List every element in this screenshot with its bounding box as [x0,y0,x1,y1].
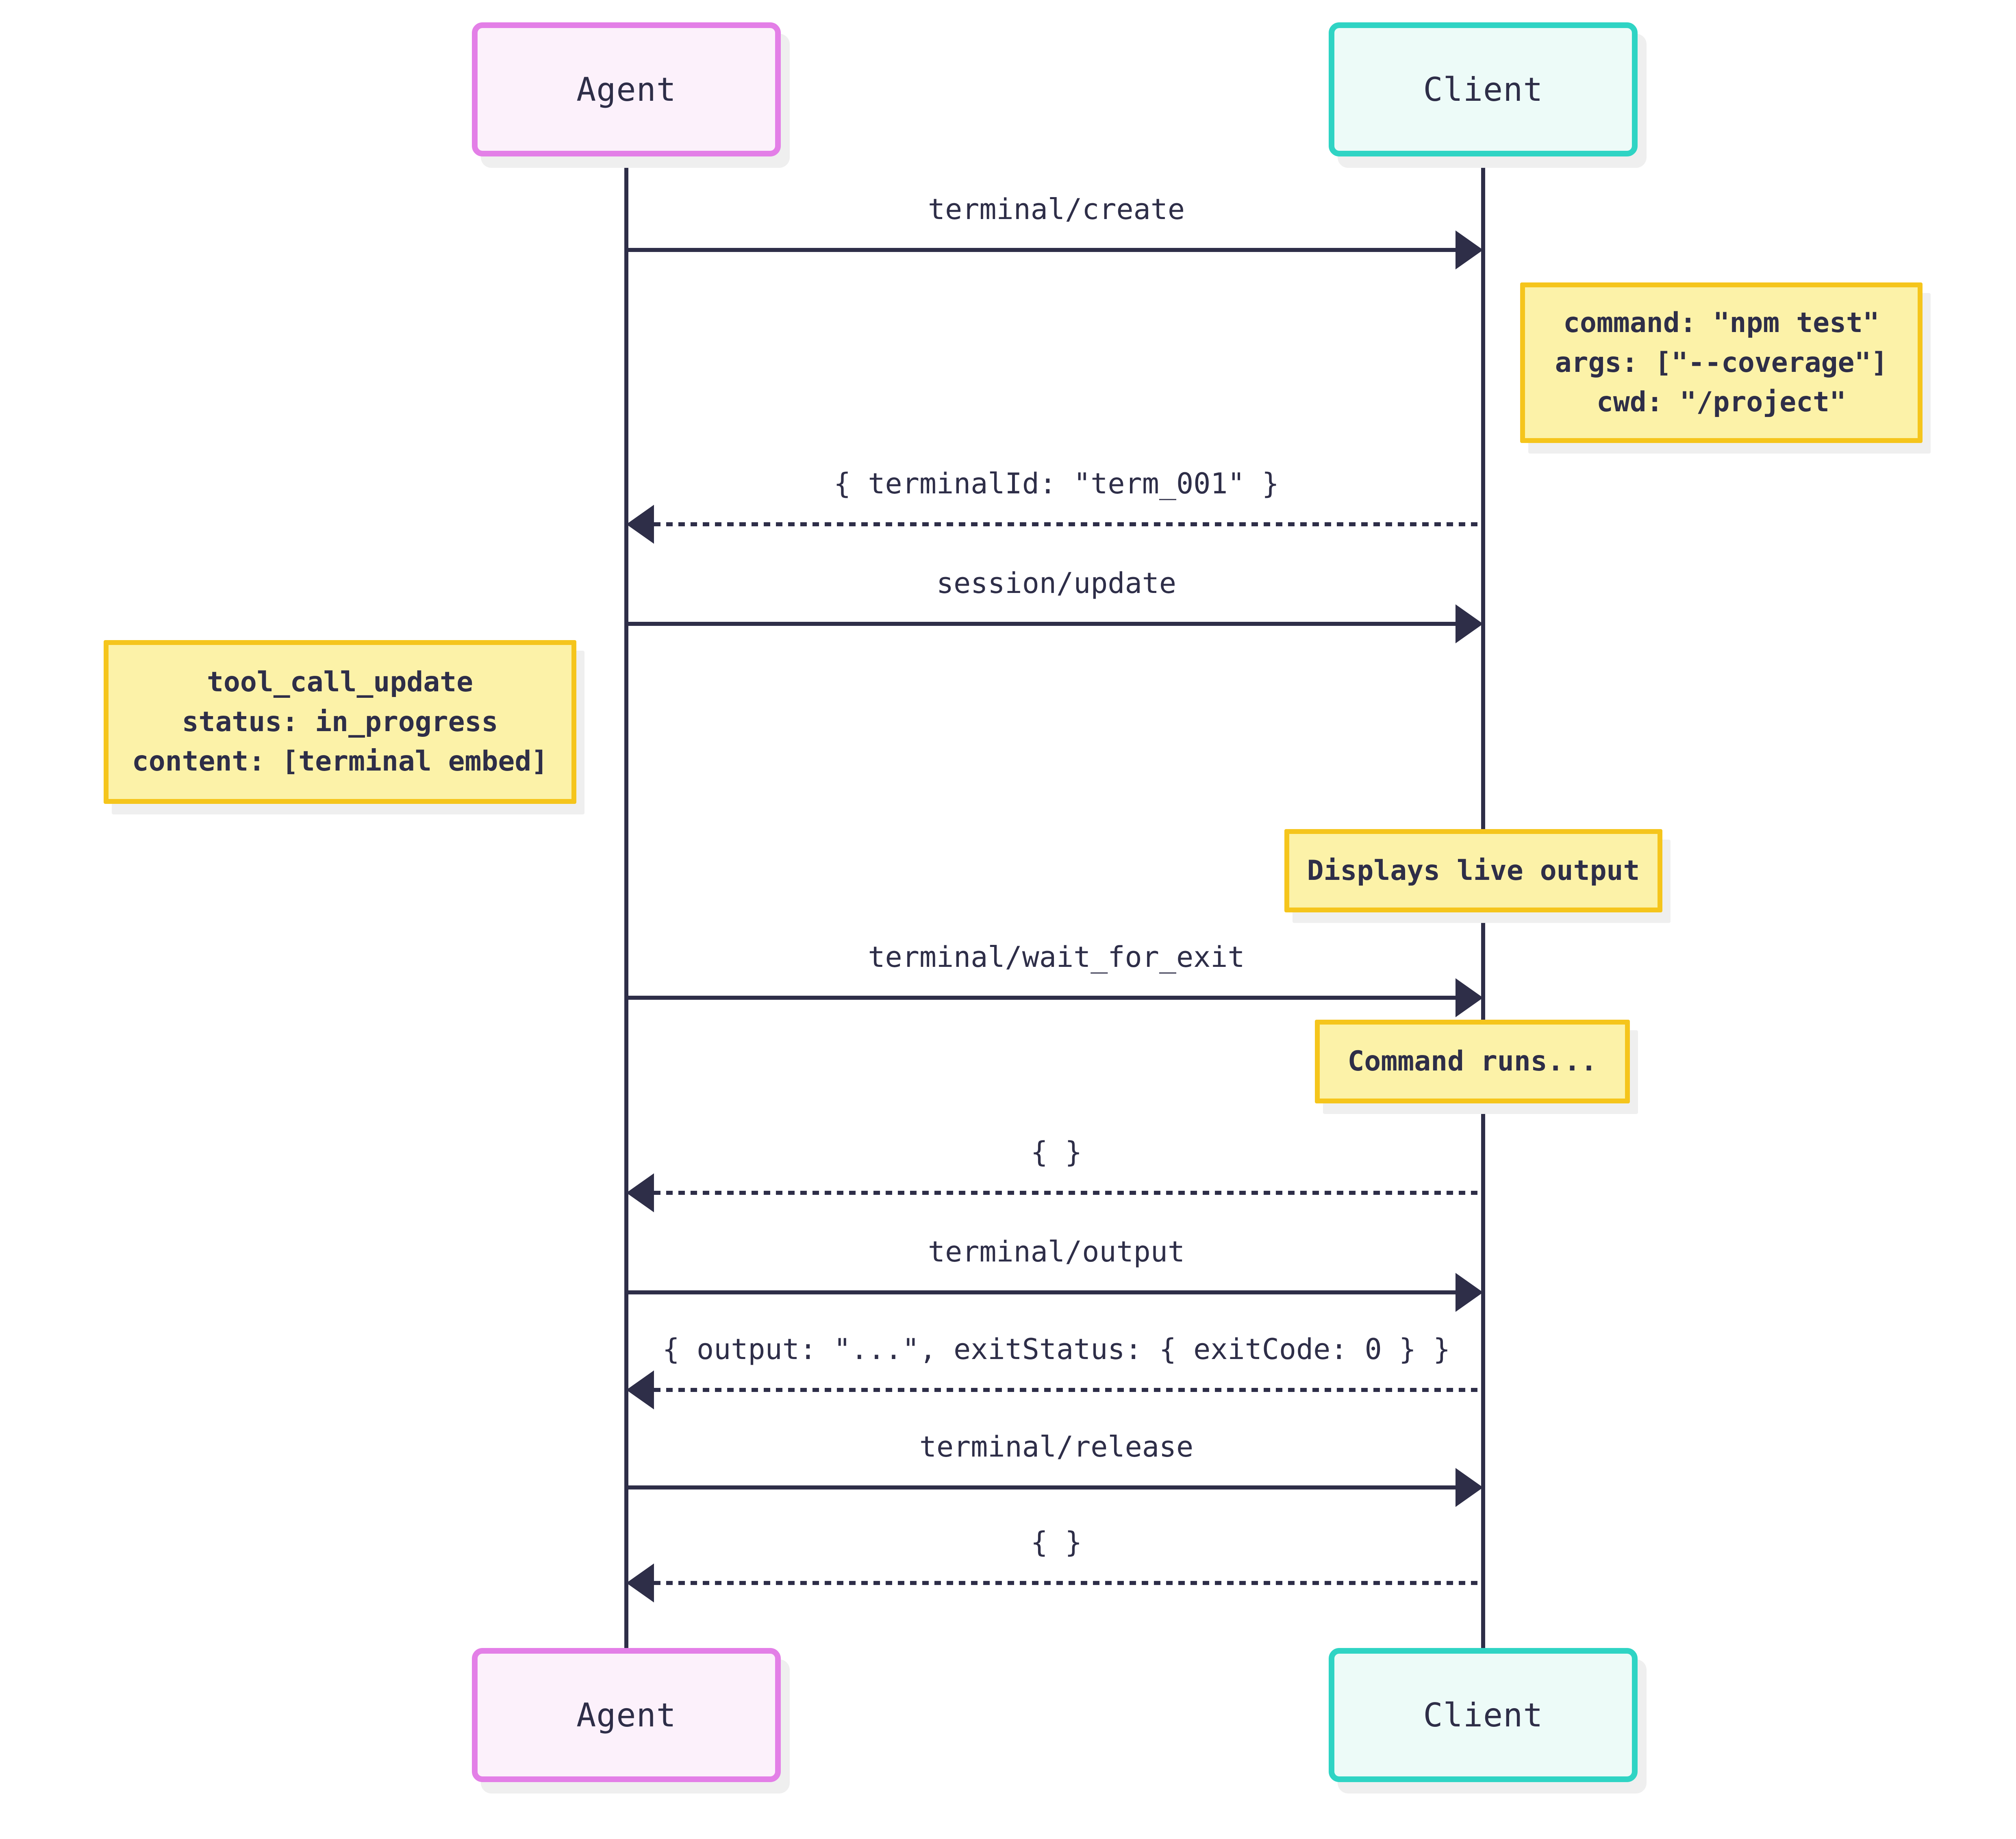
note-command-runs: Command runs... [1315,1020,1630,1103]
message-line [654,1388,1483,1392]
actor-client-label: Client [1423,1696,1543,1734]
message-label: session/update [936,567,1176,600]
message-line [626,1485,1456,1489]
message-line [626,1290,1456,1294]
arrowhead-left-icon [626,1563,654,1602]
actor-client-label: Client [1423,70,1543,109]
message-line [654,522,1483,526]
actor-agent-label: Agent [576,1696,676,1734]
note-line: args: ["--coverage"] [1555,346,1888,379]
message-line [626,248,1456,252]
message-line [626,996,1456,1000]
message-label: { } [1030,1526,1082,1559]
arrowhead-right-icon [1456,978,1483,1017]
arrowhead-left-icon [626,1370,654,1409]
note-line: Command runs... [1347,1045,1597,1078]
arrowhead-right-icon [1456,604,1483,643]
note-line: cwd: "/project" [1596,386,1847,419]
message-line [626,622,1456,626]
note-line: content: [terminal embed] [132,745,548,778]
message-label: { terminalId: "term_001" } [834,467,1279,500]
actor-agent-bottom: Agent [472,1648,781,1782]
note-line: tool_call_update [206,666,474,698]
message-label: terminal/create [928,193,1185,226]
note-line: status: in_progress [182,706,498,738]
note-tool-call-update: tool_call_update status: in_progress con… [104,640,576,804]
lifeline-agent [624,156,628,1648]
note-line: Displays live output [1307,854,1640,887]
note-terminal-params: command: "npm test" args: ["--coverage"]… [1520,282,1923,443]
arrowhead-left-icon [626,1173,654,1212]
message-label: { } [1030,1136,1082,1169]
arrowhead-right-icon [1456,1468,1483,1507]
note-line: command: "npm test" [1563,306,1879,339]
actor-agent-top: Agent [472,22,781,156]
note-displays-live-output: Displays live output [1284,829,1662,912]
arrowhead-right-icon [1456,230,1483,269]
message-line [654,1581,1483,1585]
message-label: terminal/wait_for_exit [868,940,1245,974]
arrowhead-right-icon [1456,1273,1483,1312]
actor-client-top: Client [1329,22,1638,156]
actor-client-bottom: Client [1329,1648,1638,1782]
arrowhead-left-icon [626,505,654,544]
message-line [654,1191,1483,1195]
actor-agent-label: Agent [576,70,676,109]
message-label: terminal/release [919,1430,1194,1463]
message-label: terminal/output [928,1235,1185,1268]
message-label: { output: "...", exitStatus: { exitCode:… [662,1333,1451,1366]
